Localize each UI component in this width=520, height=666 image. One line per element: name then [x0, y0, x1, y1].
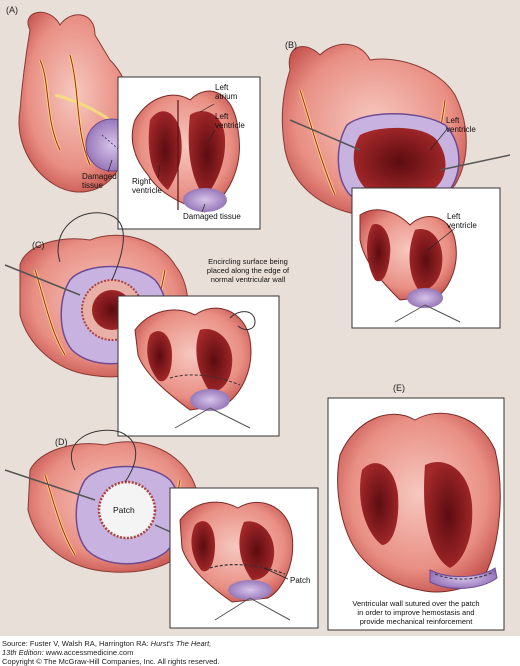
source-prefix: Source: Fuster V, Walsh RA, Harrington R… — [2, 639, 151, 648]
panel-c-letter: (C) — [32, 240, 45, 250]
illustration-svg — [4, 11, 511, 631]
label-patch-inset: Patch — [290, 576, 311, 585]
source-line-2: 13th Edition: www.accessmedicine.com — [2, 648, 220, 657]
label-left-atrium: Left atrium — [215, 83, 238, 101]
panel-e-letter: (E) — [393, 383, 405, 393]
source-url: www.accessmedicine.com — [43, 648, 134, 657]
panel-a-letter: (A) — [6, 5, 18, 15]
caption-panel-c: Encircling surface being placed along th… — [206, 257, 290, 284]
label-right-ventricle: Right ventricle — [132, 177, 162, 195]
panel-c-inset — [117, 295, 280, 437]
source-title: Hurst's The Heart, — [150, 639, 212, 648]
label-left-ventricle-b-inset: Left ventricle — [447, 212, 477, 230]
panel-b-letter: (B) — [285, 40, 297, 50]
panel-e-inset — [327, 397, 505, 631]
panel-d-inset — [169, 487, 319, 629]
source-copyright: Copyright © The McGraw-Hill Companies, I… — [2, 657, 220, 666]
caption-panel-e: Ventricular wall sutured over the patch … — [352, 599, 480, 626]
label-damaged-tissue-heart: Damaged tissue — [82, 172, 117, 190]
label-left-ventricle-b: Left ventricle — [446, 116, 476, 134]
panel-a-inset — [117, 76, 261, 230]
source-line-1: Source: Fuster V, Walsh RA, Harrington R… — [2, 639, 220, 648]
source-edition: 13th Edition: — [2, 648, 44, 657]
label-patch-center: Patch — [113, 505, 135, 515]
label-damaged-tissue-inset: Damaged tissue — [183, 212, 241, 221]
panel-b-inset — [351, 187, 501, 329]
surgical-illustration: (A) (B) (C) (D) (E) Left atrium Left ven… — [0, 0, 520, 636]
panel-d-letter: (D) — [55, 437, 68, 447]
label-left-ventricle-a: Left ventricle — [215, 112, 245, 130]
panel-d-heart — [4, 429, 201, 573]
source-credit: Source: Fuster V, Walsh RA, Harrington R… — [2, 639, 220, 666]
label-leaders — [107, 103, 456, 580]
